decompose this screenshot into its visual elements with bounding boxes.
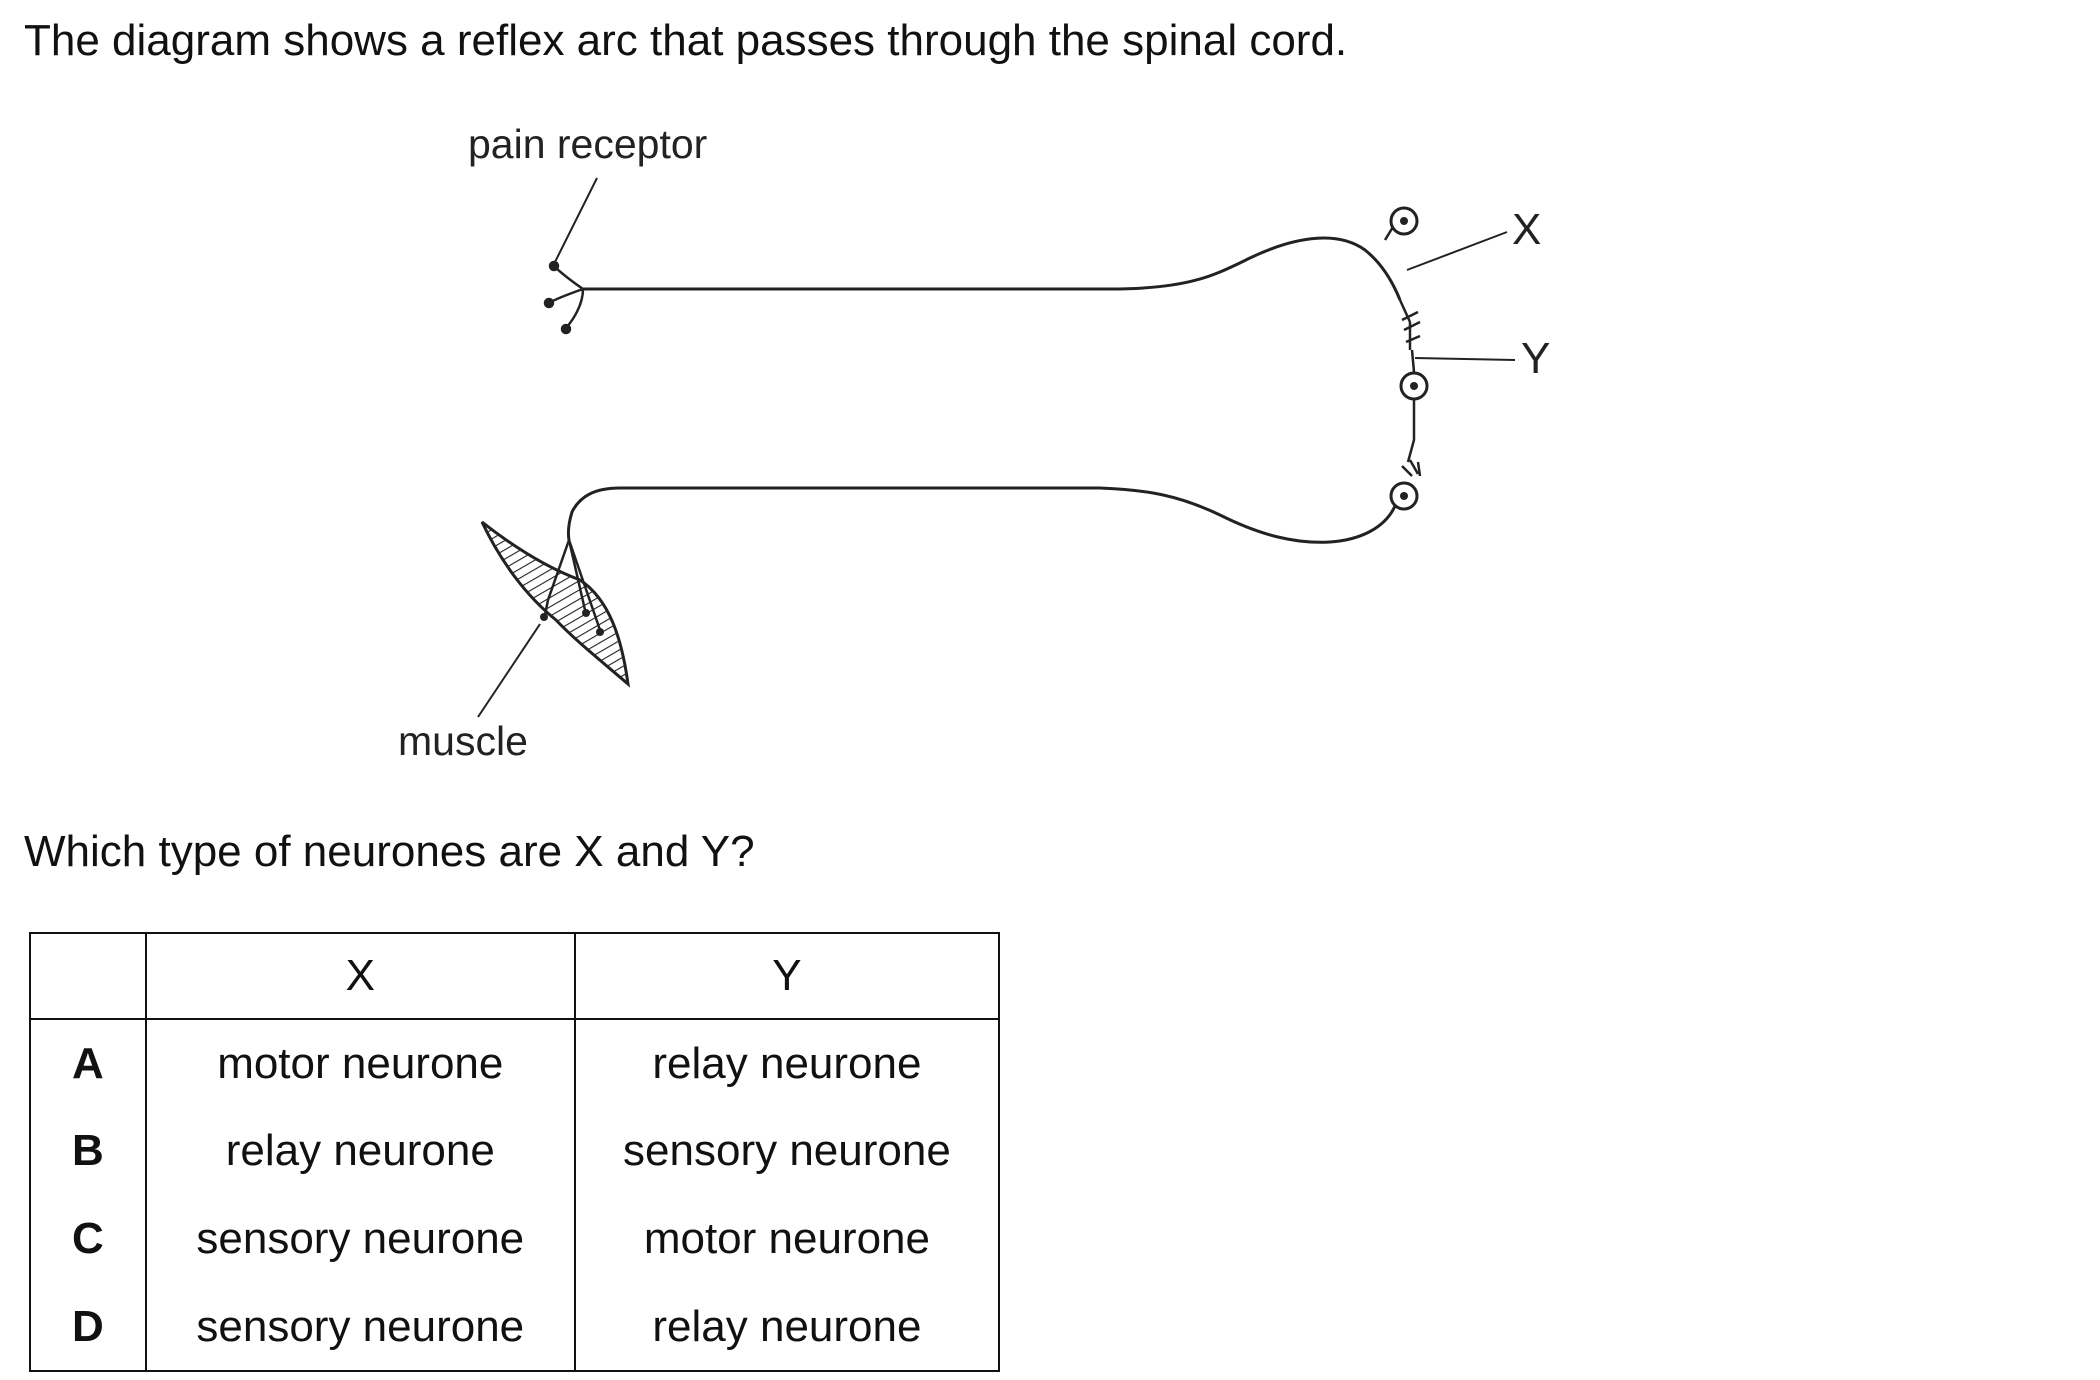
x-leader bbox=[1406, 231, 1508, 271]
intro-text: The diagram shows a reflex arc that pass… bbox=[24, 16, 1348, 65]
pain-receptor-label: pain receptor bbox=[468, 121, 707, 167]
table-row: C sensory neurone motor neurone bbox=[29, 1195, 1001, 1283]
option-y: relay neurone bbox=[573, 1283, 1001, 1372]
option-key: D bbox=[29, 1283, 147, 1372]
option-x: sensory neurone bbox=[144, 1283, 576, 1372]
option-x: relay neurone bbox=[144, 1107, 576, 1195]
pain-receptor-leader bbox=[553, 177, 598, 265]
relay-cell-body bbox=[1399, 349, 1429, 463]
y-label: Y bbox=[1521, 334, 1550, 383]
muscle-leader bbox=[477, 623, 541, 718]
synapse-2 bbox=[1401, 459, 1422, 477]
sensory-neurone-axon bbox=[583, 236, 1402, 301]
y-leader bbox=[1414, 357, 1516, 361]
synapse-1 bbox=[1398, 299, 1421, 350]
motor-cell-body bbox=[1389, 481, 1419, 511]
answer-table: X Y A motor neurone relay neurone B rela… bbox=[29, 932, 1001, 1372]
table-row: A motor neurone relay neurone bbox=[29, 1019, 1001, 1107]
motor-neurone-axon bbox=[566, 486, 1397, 544]
option-y: relay neurone bbox=[573, 1019, 1001, 1107]
table-header-row: X Y bbox=[29, 932, 1001, 1020]
option-x: sensory neurone bbox=[144, 1195, 576, 1283]
option-y: sensory neurone bbox=[573, 1107, 1001, 1195]
header-x-cell: X bbox=[144, 932, 576, 1020]
muscle-label: muscle bbox=[398, 718, 528, 764]
x-label: X bbox=[1512, 205, 1541, 254]
header-y-cell: Y bbox=[573, 932, 1001, 1020]
option-y: motor neurone bbox=[573, 1195, 1001, 1283]
question-text: Which type of neurones are X and Y? bbox=[24, 827, 755, 876]
muscle bbox=[480, 520, 631, 688]
option-x: motor neurone bbox=[144, 1019, 576, 1107]
option-key: A bbox=[29, 1019, 147, 1107]
table-row: D sensory neurone relay neurone bbox=[29, 1283, 1001, 1372]
header-key-cell bbox=[29, 932, 147, 1020]
sensory-cell-body bbox=[1383, 206, 1419, 241]
reflex-arc-diagram: pain receptor muscle X Y bbox=[398, 121, 1550, 764]
option-key: B bbox=[29, 1107, 147, 1195]
table-row: B relay neurone sensory neurone bbox=[29, 1107, 1001, 1195]
option-key: C bbox=[29, 1195, 147, 1283]
pain-receptor-endings bbox=[543, 260, 585, 335]
